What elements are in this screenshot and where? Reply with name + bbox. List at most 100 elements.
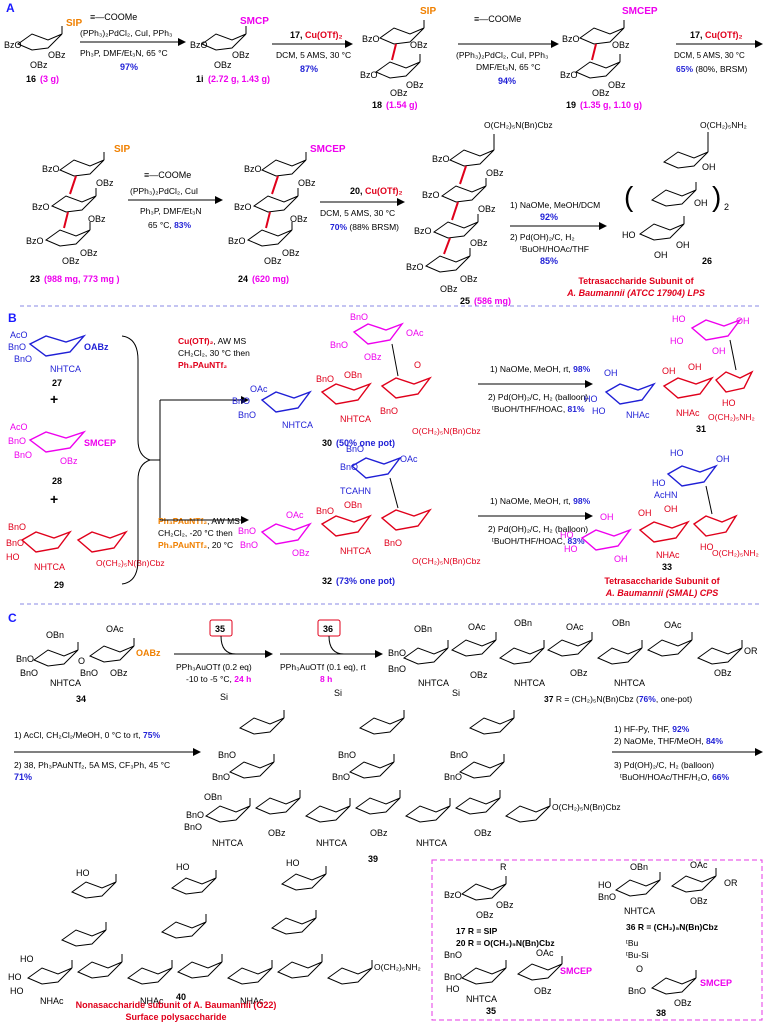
- aglycone-label: O(CH₂)₅N(Bn)Cbz: [412, 426, 481, 436]
- reaction-condition-line: Ph₃PAuNTf₂, AW MS: [158, 516, 240, 526]
- catalyst: Cu(OTf)₂: [705, 30, 743, 40]
- compound-30-structure: BnO OAc BnO OBz OAc BnO BnO NHTCA BnO OB…: [232, 312, 481, 436]
- compound-amount: (1.35 g, 1.10 g): [580, 100, 642, 110]
- building-block-label: 20 R = O(CH₂)₅N(Bn)Cbz: [456, 938, 555, 948]
- substituent-label: BnO: [628, 986, 646, 996]
- reaction-yield: 85%: [540, 256, 558, 266]
- substituent-label: OBz: [290, 214, 308, 224]
- catalyst: Cu(OTf)₂: [305, 30, 343, 40]
- substituent-label: OBz: [364, 352, 382, 362]
- substituent-label: BnO: [444, 950, 462, 960]
- substituent-label: BzO: [4, 40, 22, 50]
- reaction-condition-line: 1) NaOMe, MeOH, rt, 98%: [490, 364, 591, 374]
- substituent-label: OH: [716, 454, 730, 464]
- reaction-condition: 1) HF-Py, THF,: [614, 724, 672, 734]
- compound-32-structure: BnO OAc BnO TCAHN OAc BnO BnO OBz BnO OB…: [238, 444, 481, 566]
- compound-label: R = (CH₂)₅N(Bn)Cbz (: [553, 694, 639, 704]
- substituent-label: BnO: [332, 772, 350, 782]
- compound-yield: 76%: [639, 694, 656, 704]
- reaction-condition: 1) AcCl, CH₂Cl₂/MeOH, 0 °C to rt,: [14, 730, 143, 740]
- substituent-label: NHTCA: [34, 562, 65, 572]
- substituent-label: O: [78, 656, 85, 666]
- substituent-label: BzO: [360, 70, 378, 80]
- substituent-label: HO: [700, 542, 714, 552]
- repeat-count: 2: [724, 202, 729, 212]
- substituent-label: HO: [176, 862, 190, 872]
- compound-number: 31: [696, 424, 706, 434]
- catalyst: Cu(OTf)₂: [178, 336, 214, 346]
- substituent-label: BnO: [346, 444, 364, 454]
- reaction-condition: 2) Pd(OH)₂/C, H₂: [510, 232, 575, 242]
- substituent-label: OBn: [204, 792, 222, 802]
- substituent-label: BnO: [14, 354, 32, 364]
- substituent-label: OAc: [286, 510, 304, 520]
- substituent-label: OR: [724, 878, 738, 888]
- substituent-label: BnO: [80, 668, 98, 678]
- substituent-label: OH: [702, 162, 716, 172]
- compound-37-caption: 37 R = (CH₂)₅N(Bn)Cbz (76%, one-pot): [544, 694, 692, 704]
- target-subtitle: Surface polysaccharide: [125, 1012, 226, 1022]
- reaction-condition-line: 65 °C, 83%: [148, 220, 192, 230]
- reaction-condition: 2) 38, Ph₃PAuNTf₂, 5A MS, CF₃Ph, 45 °C: [14, 760, 170, 770]
- reaction-condition: DCM, 5 AMS, 30 °C: [320, 208, 395, 218]
- bracket-right: ): [712, 181, 721, 212]
- reagent-alkyne: ≡—COOMe: [90, 12, 137, 22]
- substituent-label: ᵗBu: [626, 938, 639, 948]
- reaction-time: 8 h: [320, 674, 332, 684]
- substituent-label: HO: [6, 552, 20, 562]
- compound-amount: (1.54 g): [386, 100, 418, 110]
- substituent-label: BnO: [238, 410, 256, 420]
- compound-40-structure: HO HO HO HO HO HO NHAc NHAc NHAc O(CH₂)₅…: [8, 858, 421, 1006]
- substituent-label: OBz: [390, 88, 408, 98]
- reaction-condition: (PPh₃)₂PdCl₂, CuI: [130, 186, 198, 196]
- compound-number: 26: [702, 256, 712, 266]
- substituent-label: OBz: [534, 986, 552, 996]
- compound-number: 16: [26, 74, 36, 84]
- substituent-label: BzO: [190, 40, 208, 50]
- reaction-condition: 2) Pd(OH)₂/C, H₂ (balloon): [488, 524, 588, 534]
- substituent-label: HO: [722, 398, 736, 408]
- substituent-label: NHTCA: [614, 678, 645, 688]
- substituent-label: NHTCA: [282, 420, 313, 430]
- building-block-label: 38: [656, 1008, 666, 1018]
- compound-number: 1i: [196, 74, 204, 84]
- reaction-condition: DMF/Et₃N, 65 °C: [476, 62, 540, 72]
- reaction-yield: 70%: [330, 222, 347, 232]
- compound-number: 34: [76, 694, 86, 704]
- substituent-label: TCAHN: [340, 486, 371, 496]
- substituent-label: NHTCA: [316, 838, 347, 848]
- aglycone-label: O(CH₂)₅NH₂: [374, 962, 421, 972]
- substituent-label: OABz: [84, 342, 109, 352]
- reaction-condition-line: ᵗBuOH/THF/HOAC, 81%: [492, 404, 585, 414]
- substituent-label: OBz: [88, 214, 106, 224]
- compound-33-structure: HO OH HO AcHN OH HO HO OH OH OH NHAc HO …: [560, 448, 759, 564]
- substituent-label: BnO: [8, 436, 26, 446]
- reaction-yield-extra: (80%, BRSM): [695, 64, 747, 74]
- building-block-label: 36 R = (CH₂)₅N(Bn)Cbz: [626, 922, 718, 932]
- silyl-label: ᵗBu-Si: [626, 950, 649, 960]
- reaction-condition: 65 °C,: [148, 220, 174, 230]
- building-block-36: OBn HO BnO OAc OR NHTCA OBz: [598, 860, 738, 916]
- substituent-label: OAc: [664, 620, 682, 630]
- anomeric-group-label: SIP: [66, 18, 82, 29]
- substituent-label: HO: [564, 544, 578, 554]
- reaction-yield: 84%: [706, 736, 723, 746]
- reaction-yield: 87%: [300, 64, 318, 74]
- reaction-yield: 83%: [568, 536, 585, 546]
- substituent-label: BzO: [444, 890, 462, 900]
- reaction-yield: 98%: [573, 496, 590, 506]
- substituent-label: HO: [76, 868, 90, 878]
- substituent-label: BzO: [362, 34, 380, 44]
- compound-amount: (988 mg, 773 mg ): [44, 274, 120, 284]
- substituent-label: OH: [638, 508, 652, 518]
- compound-number: 18: [372, 100, 382, 110]
- substituent-label: BnO: [184, 822, 202, 832]
- compound-37-structure: OBn BnO BnO NHTCA OAc OBz OBn NHTCA OAc …: [388, 618, 758, 688]
- substituent-label: OBz: [474, 828, 492, 838]
- substituent-label: BnO: [238, 526, 256, 536]
- substituent-label: OBz: [612, 40, 630, 50]
- aglycone-label: O(CH₂)₅NH₂: [700, 120, 747, 130]
- reaction-condition: 3) Pd(OH)₂/C, H₂ (balloon): [614, 760, 714, 770]
- substituent-label: BzO: [244, 164, 262, 174]
